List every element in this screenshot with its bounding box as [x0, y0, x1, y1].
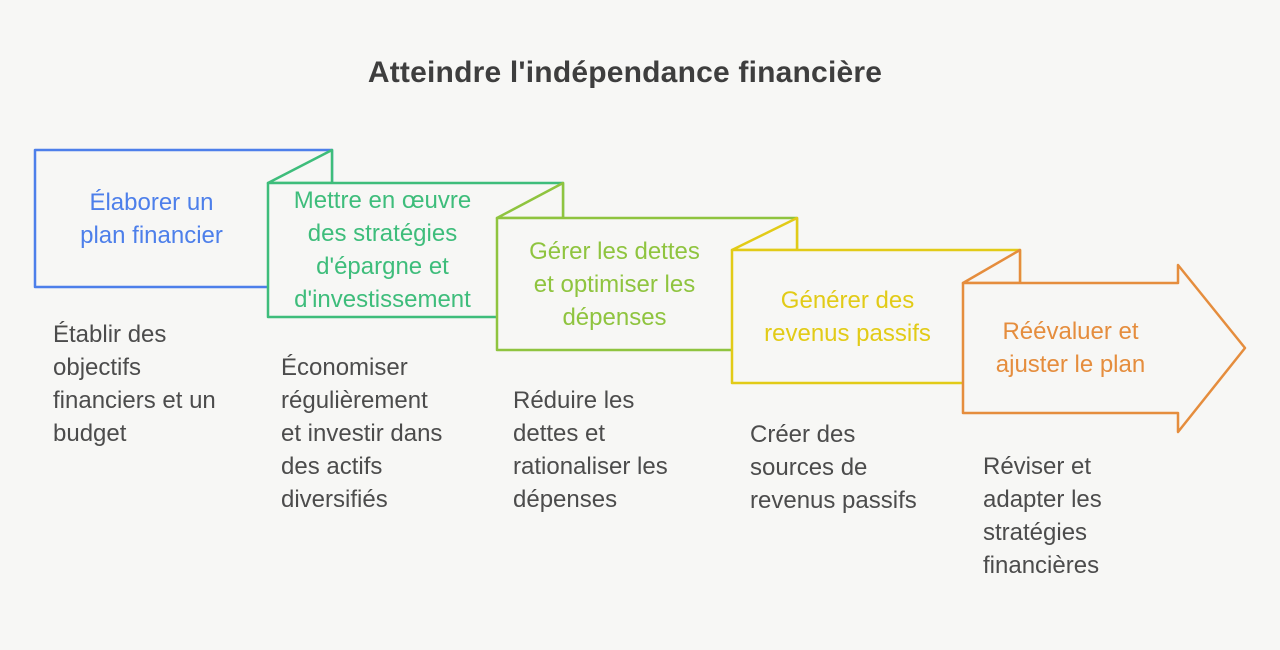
- step-2-description: Économiser régulièrement et investir dan…: [281, 354, 443, 513]
- step-5-arrow: [961, 263, 1247, 434]
- step-2-label: Mettre en œuvre des stratégies d'épargne…: [293, 187, 472, 313]
- step-5-description: Réviser et adapter les stratégies financ…: [983, 453, 1102, 579]
- step-3-label: Gérer les dettes et optimiser les dépens…: [529, 237, 700, 331]
- step-3-description: Réduire les dettes et rationaliser les d…: [513, 387, 668, 513]
- diagram-title: Atteindre l'indépendance financière: [367, 56, 883, 89]
- step-1-description: Établir des objectifs financiers et un b…: [53, 321, 216, 447]
- step-5-shape: [961, 248, 1247, 434]
- step-5-label: Réévaluer et ajuster le plan: [995, 318, 1146, 378]
- step-4-description: Créer des sources de revenus passifs: [750, 421, 917, 514]
- step-4-label: Générer des revenus passifs: [764, 286, 931, 347]
- step-1-label: Élaborer un plan financier: [80, 188, 223, 249]
